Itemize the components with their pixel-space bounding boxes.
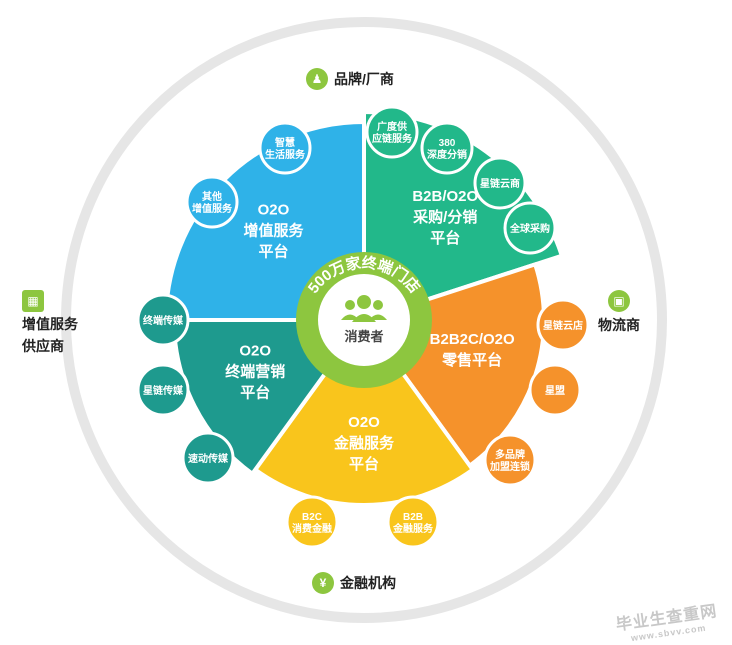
bubble-3-0: [285, 495, 339, 549]
bubble-label-0-1: 其他增值服务: [192, 190, 233, 215]
bubble-label-4-2: 速动传媒: [188, 452, 229, 465]
outer-bottom: ¥ 金融机构: [312, 572, 396, 594]
consumers-icon: [341, 295, 387, 322]
outer-left-label-1: 增值服务: [22, 316, 78, 332]
brand-icon: ♟: [306, 68, 328, 90]
bubble-label-0-0: 智慧生活服务: [265, 136, 306, 161]
bubble-label-2-1: 星盟: [545, 385, 565, 397]
bubble-label-2-2: 多品牌加盟连锁: [489, 448, 530, 473]
bubble-1-0: [365, 105, 419, 159]
bubble-label-2-0: 星链云店: [543, 319, 583, 332]
bubble-label-1-3: 全球采购: [509, 222, 550, 235]
bubble-0-0: [258, 121, 312, 175]
outer-right-label: 物流商: [598, 317, 640, 333]
bubble-2-2: [483, 433, 537, 487]
bubble-4-2: [181, 431, 235, 485]
bubble-1-3: [503, 201, 557, 255]
bubble-2-1: [528, 363, 582, 417]
bubble-1-1: [420, 121, 474, 175]
services-grid-icon: ▦: [22, 290, 44, 312]
segment-3: [252, 316, 476, 507]
bubble-3-1: [386, 495, 440, 549]
center-label: 消费者: [344, 329, 383, 344]
center-hub: 500万家终端门店 消费者: [296, 252, 432, 388]
bubble-4-0: [136, 293, 190, 347]
outer-right: ▣ 物流商: [598, 290, 640, 335]
bubble-label-4-1: 星链传媒: [143, 384, 184, 397]
bubble-label-4-0: 终端传媒: [143, 314, 184, 327]
outer-bottom-label: 金融机构: [340, 575, 396, 591]
truck-icon: ▣: [608, 290, 630, 312]
outer-ring: [61, 17, 667, 623]
bubble-4-1: [136, 363, 190, 417]
outer-left: ▦ 增值服务 供应商: [22, 290, 78, 356]
outer-left-label-2: 供应商: [22, 338, 64, 354]
bubble-0-1: [185, 175, 239, 229]
outer-top-label: 品牌/厂商: [334, 71, 394, 87]
bubble-label-1-0: 广度供应链服务: [372, 120, 413, 145]
bubble-1-2: [473, 156, 527, 210]
bubble-label-1-2: 星链云商: [480, 177, 520, 190]
yen-icon: ¥: [312, 572, 334, 594]
bubble-2-0: [536, 298, 590, 352]
outer-top: ♟ 品牌/厂商: [306, 68, 394, 90]
